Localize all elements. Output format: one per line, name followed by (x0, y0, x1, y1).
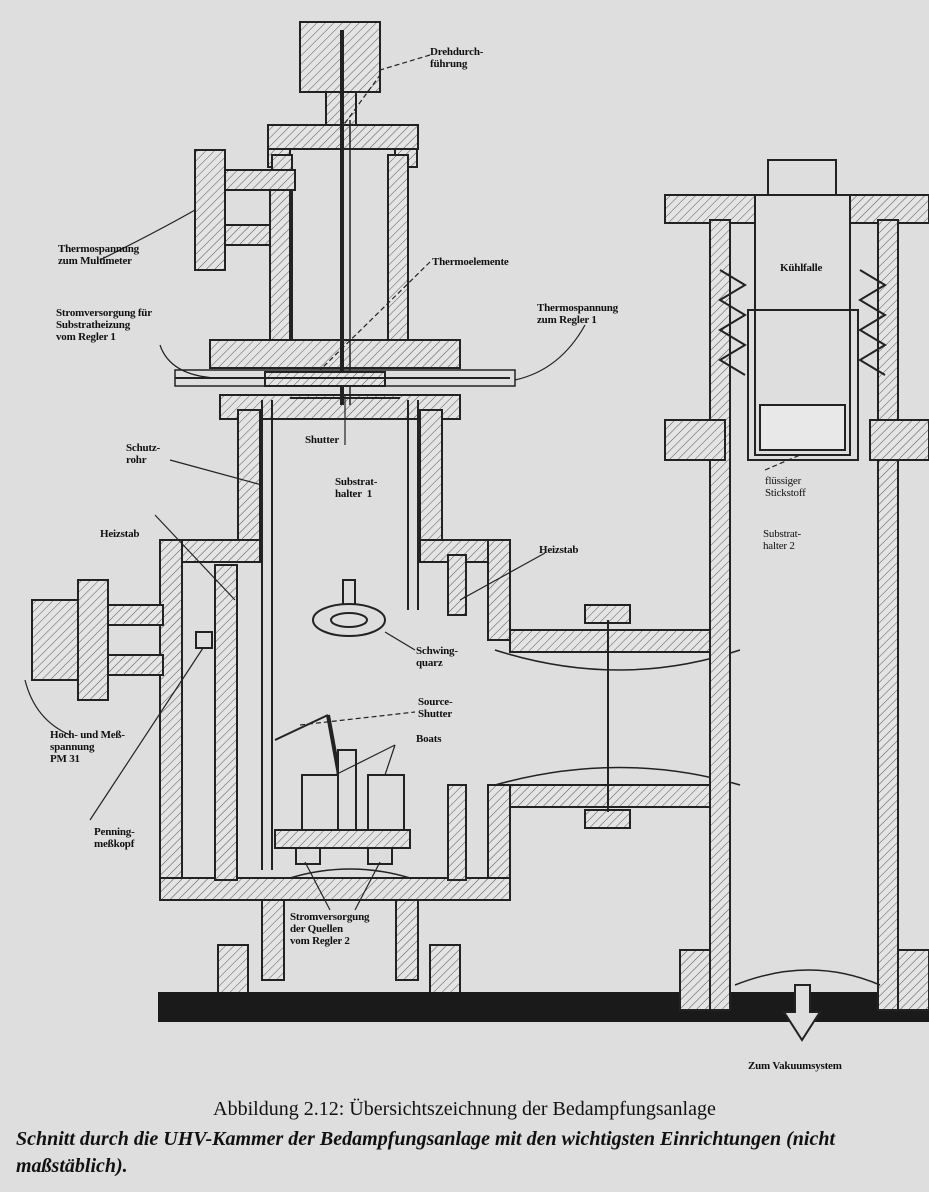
label-vakuum: Zum Vakuumsystem (748, 1060, 842, 1072)
label-thermoelemente: Thermoelemente (432, 256, 509, 268)
label-thermo-multimeter: Thermospannung zum Multimeter (58, 243, 139, 267)
label-source-shutter: Source- Shutter (418, 696, 453, 720)
figure-description: Schnitt durch die UHV-Kammer der Bedampf… (16, 1128, 836, 1177)
label-kuehlfalle: Kühlfalle (780, 262, 823, 274)
label-shutter: Shutter (305, 434, 340, 446)
label-thermo-regler: Thermospannung zum Regler 1 (537, 302, 618, 326)
label-schutzrohr: Schutz- rohr (126, 442, 161, 466)
label-heizstab-right: Heizstab (539, 544, 579, 556)
label-fluessiger-stickstoff: flüssiger Stickstoff (765, 475, 806, 499)
label-stromversorgung-substrat: Stromversorgung für Substratheizung vom … (56, 307, 152, 343)
label-hochspannung: Hoch- und Meß- spannung PM 31 (50, 729, 125, 765)
label-heizstab-left: Heizstab (100, 528, 140, 540)
figure-title: Abbildung 2.12: Übersichtszeichnung der … (213, 1098, 716, 1120)
label-substrathalter-2: Substrat- halter 2 (763, 528, 801, 552)
label-stromversorgung-quellen: Stromversorgung der Quellen vom Regler 2 (290, 911, 370, 947)
label-penning: Penning- meßkopf (94, 826, 135, 850)
label-substrathalter-1: Substrat- halter 1 (335, 476, 378, 500)
label-boats: Boats (416, 733, 442, 745)
label-schwingquarz: Schwing- quarz (416, 645, 458, 669)
label-drehdurchfuehrung: Drehdurch- führung (430, 46, 484, 70)
